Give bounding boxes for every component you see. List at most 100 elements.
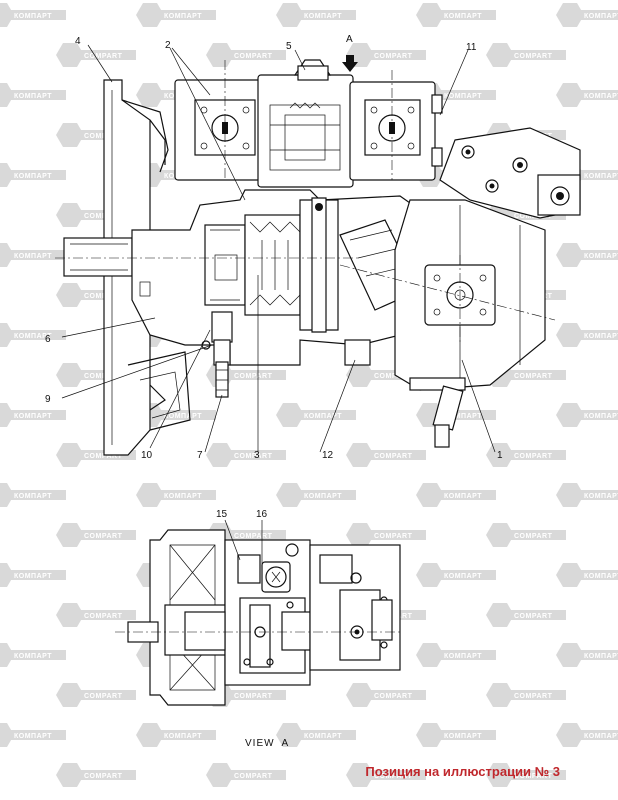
watermark-logo: КОМПАРТ (0, 83, 66, 107)
watermark-text: КОМПАРТ (584, 733, 618, 740)
watermark-text: КОМПАРТ (304, 733, 342, 740)
watermark-text: КОМПАРТ (14, 173, 52, 180)
watermark-logo: COMPART (486, 763, 566, 787)
watermark-text: COMPART (84, 373, 123, 380)
watermark-text: COMPART (514, 613, 553, 620)
watermark-logo: COMPART (486, 443, 566, 467)
watermark-text: COMPART (84, 613, 123, 620)
watermark-text: КОМПАРТ (14, 13, 52, 20)
watermark-text: КОМПАРТ (584, 173, 618, 180)
watermark-text: КОМПАРТ (444, 573, 482, 580)
watermark-logo: КОМПАРТ (416, 483, 496, 507)
callout-9: 9 (45, 394, 51, 405)
watermark-logo: COMPART (206, 443, 286, 467)
watermark-logo: COMPART (206, 763, 286, 787)
watermark-text: COMPART (84, 533, 123, 540)
watermark-logo: COMPART (486, 523, 566, 547)
callout-16: 16 (256, 509, 268, 520)
watermark-logo: COMPART (56, 683, 136, 707)
watermark-logo: COMPART (56, 603, 136, 627)
watermark-logo: КОМПАРТ (136, 723, 216, 747)
watermark-logo: COMPART (486, 683, 566, 707)
watermark-logo: КОМПАРТ (0, 643, 66, 667)
watermark-text: КОМПАРТ (584, 253, 618, 260)
watermark-logo: КОМПАРТ (0, 403, 66, 427)
watermark-logo: КОМПАРТ (556, 323, 618, 347)
watermark-text: КОМПАРТ (444, 13, 482, 20)
watermark-logo: КОМПАРТ (276, 3, 356, 27)
watermark-logo: КОМПАРТ (416, 563, 496, 587)
view-a-title: VIEW A (245, 738, 289, 749)
watermark-logo: КОМПАРТ (276, 403, 356, 427)
watermark-text: COMPART (514, 453, 553, 460)
watermark-text: COMPART (374, 373, 413, 380)
watermark-logo: КОМПАРТ (556, 243, 618, 267)
callout-4: 4 (75, 36, 81, 47)
watermark-logo: COMPART (486, 603, 566, 627)
callout-7: 7 (197, 450, 203, 461)
watermark-logo: КОМПАРТ (136, 483, 216, 507)
watermark-text: КОМПАРТ (584, 13, 618, 20)
watermark-text: COMPART (514, 373, 553, 380)
watermark-text: КОМПАРТ (14, 653, 52, 660)
watermark-text: COMPART (374, 533, 413, 540)
watermark-text: COMPART (84, 133, 123, 140)
watermark-text: КОМПАРТ (304, 493, 342, 500)
watermark-logo: КОМПАРТ (556, 643, 618, 667)
watermark-text: COMPART (234, 693, 273, 700)
watermark-text: COMPART (374, 53, 413, 60)
watermark-text: КОМПАРТ (304, 13, 342, 20)
callout-1: 1 (497, 450, 503, 461)
callout-15: 15 (216, 509, 228, 520)
callout-3: 3 (254, 450, 260, 461)
view-a-drawing (115, 529, 401, 706)
watermark-logo: КОМПАРТ (0, 723, 66, 747)
watermark-text: COMPART (374, 693, 413, 700)
watermark-text: COMPART (514, 533, 553, 540)
watermark-logo: КОМПАРТ (416, 643, 496, 667)
watermark-text: КОМПАРТ (14, 733, 52, 740)
watermark-logo: COMPART (346, 683, 426, 707)
watermark-text: COMPART (514, 773, 553, 780)
watermark-logo: КОМПАРТ (0, 483, 66, 507)
callout-6: 6 (45, 334, 51, 345)
watermark-text: КОМПАРТ (444, 413, 482, 420)
watermark-text: COMPART (234, 453, 273, 460)
watermark-logo: КОМПАРТ (0, 163, 66, 187)
watermark-text: КОМПАРТ (584, 573, 618, 580)
watermark-text: КОМПАРТ (584, 93, 618, 100)
watermark-text: КОМПАРТ (164, 733, 202, 740)
watermark-text: КОМПАРТ (14, 93, 52, 100)
watermark-logo: COMPART (486, 43, 566, 67)
leader-lines (61, 44, 496, 453)
callout-12: 12 (322, 450, 334, 461)
watermark-text: КОМПАРТ (444, 493, 482, 500)
watermark-text: КОМПАРТ (164, 493, 202, 500)
watermark-text: COMPART (84, 53, 123, 60)
main-view-drawing (55, 55, 581, 456)
watermark-text: КОМПАРТ (164, 413, 202, 420)
watermark-logo: КОМПАРТ (416, 723, 496, 747)
watermark-logo: КОМПАРТ (276, 483, 356, 507)
watermark-text: КОМПАРТ (304, 413, 342, 420)
watermark-text: COMPART (84, 773, 123, 780)
watermark-text: КОМПАРТ (584, 333, 618, 340)
watermark-text: КОМПАРТ (14, 333, 52, 340)
callouts: 4 2 5 11 6 9 10 7 3 12 1 15 16 (45, 36, 503, 520)
watermark-text: COMPART (234, 53, 273, 60)
watermark-logo: КОМПАРТ (0, 563, 66, 587)
watermark-logo: КОМПАРТ (556, 483, 618, 507)
view-arrow-label: A (346, 34, 353, 45)
watermark-text: КОМПАРТ (444, 653, 482, 660)
watermark-logo: КОМПАРТ (556, 403, 618, 427)
watermark-logo: COMPART (346, 763, 426, 787)
watermark-text: COMPART (514, 693, 553, 700)
watermark-text: КОМПАРТ (584, 413, 618, 420)
watermark-logo: COMPART (56, 763, 136, 787)
callout-2: 2 (165, 40, 171, 51)
watermark-text: COMPART (84, 293, 123, 300)
watermark-logo: КОМПАРТ (0, 323, 66, 347)
watermark-logo: COMPART (56, 43, 136, 67)
watermark-text: COMPART (514, 53, 553, 60)
